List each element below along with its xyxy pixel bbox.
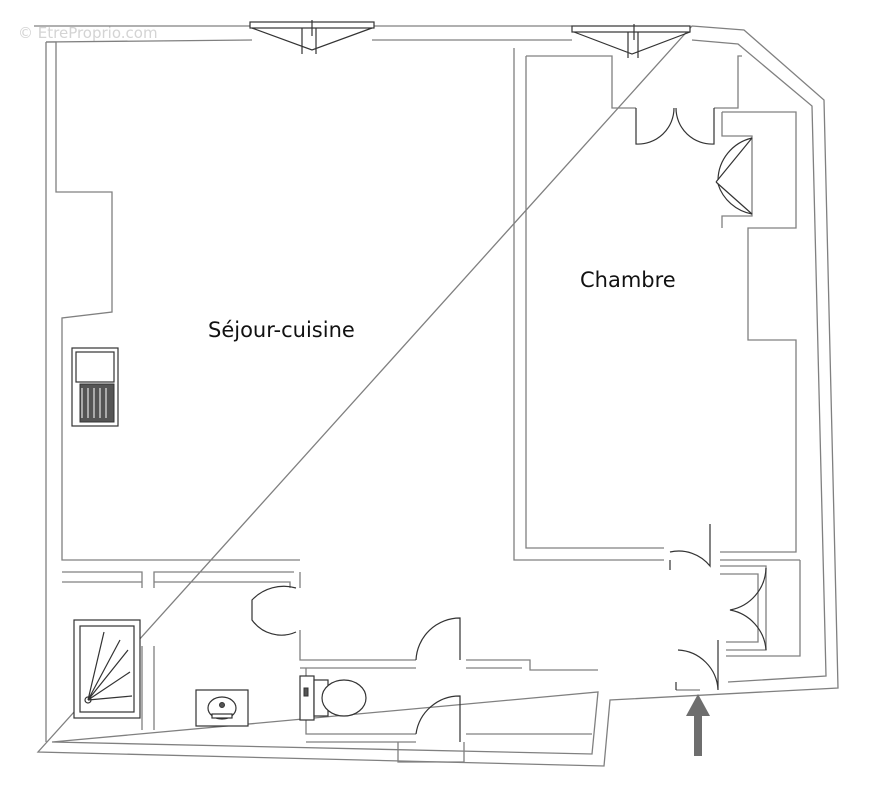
toilet-icon xyxy=(299,675,367,721)
sink-icon xyxy=(195,689,249,727)
bedroom-partition xyxy=(513,48,800,561)
watermark: © EtreProprio.com xyxy=(18,24,158,42)
bedroom-door xyxy=(669,524,711,570)
bathroom-walls xyxy=(62,571,598,743)
outer-wall-inner xyxy=(45,39,827,755)
entrance-closet xyxy=(720,560,801,657)
closet-door-top xyxy=(635,107,715,145)
room-label-bedroom: Chambre xyxy=(580,268,676,292)
shower-icon xyxy=(73,619,141,719)
bathroom-door xyxy=(251,585,297,636)
stove-icon xyxy=(71,347,119,427)
entrance-door xyxy=(675,640,719,691)
window-living xyxy=(249,20,375,54)
wc-door-bottom xyxy=(397,695,465,763)
room-label-living: Séjour-cuisine xyxy=(208,318,355,342)
wc-door-top xyxy=(415,617,461,661)
left-wall-step xyxy=(45,41,300,742)
closet-door-side xyxy=(715,112,753,228)
outer-wall xyxy=(34,25,839,767)
window-bedroom xyxy=(571,24,691,58)
entrance-arrow-icon xyxy=(686,694,710,756)
